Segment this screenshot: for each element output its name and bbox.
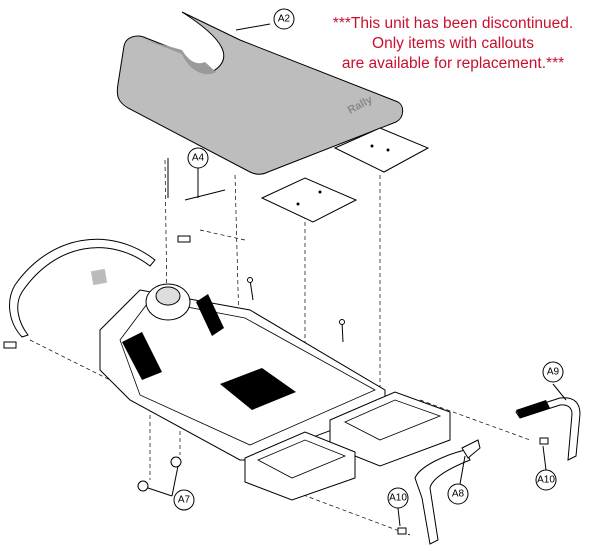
callout-a9[interactable]: A9 bbox=[542, 361, 564, 383]
callout-a7[interactable]: A7 bbox=[173, 489, 195, 511]
notice-line-2: Only items with callouts bbox=[372, 35, 534, 52]
handle-a8 bbox=[414, 439, 481, 545]
main-base bbox=[99, 283, 386, 461]
callout-a4-label: A4 bbox=[192, 153, 205, 164]
callout-a7-label: A7 bbox=[178, 495, 191, 506]
callout-a10-right[interactable]: A10 bbox=[535, 469, 557, 491]
callout-a2-label: A2 bbox=[278, 14, 291, 25]
tray-a2: Rally bbox=[116, 11, 404, 175]
callout-a10-bottom[interactable]: A10 bbox=[387, 487, 409, 509]
curved-shroud bbox=[9, 238, 156, 338]
leader-lines bbox=[147, 23, 567, 527]
cable-tie-a4 bbox=[167, 158, 226, 201]
pads bbox=[260, 127, 430, 223]
callout-a8-label: A8 bbox=[452, 489, 465, 500]
nuts bbox=[137, 437, 549, 535]
callout-a2[interactable]: A2 bbox=[273, 8, 295, 30]
discontinued-notice: ***This unit has been discontinued. Only… bbox=[318, 14, 588, 74]
notice-line-3: are available for replacement.*** bbox=[341, 55, 565, 72]
callout-a10-right-label: A10 bbox=[537, 475, 555, 486]
callout-a4[interactable]: A4 bbox=[187, 147, 209, 169]
callout-a10-bottom-label: A10 bbox=[389, 493, 407, 504]
bracket-a9 bbox=[515, 397, 581, 461]
callout-a9-label: A9 bbox=[547, 367, 560, 378]
notice-line-1: ***This unit has been discontinued. bbox=[332, 15, 574, 32]
callout-a8[interactable]: A8 bbox=[447, 483, 469, 505]
right-tray bbox=[244, 391, 451, 501]
